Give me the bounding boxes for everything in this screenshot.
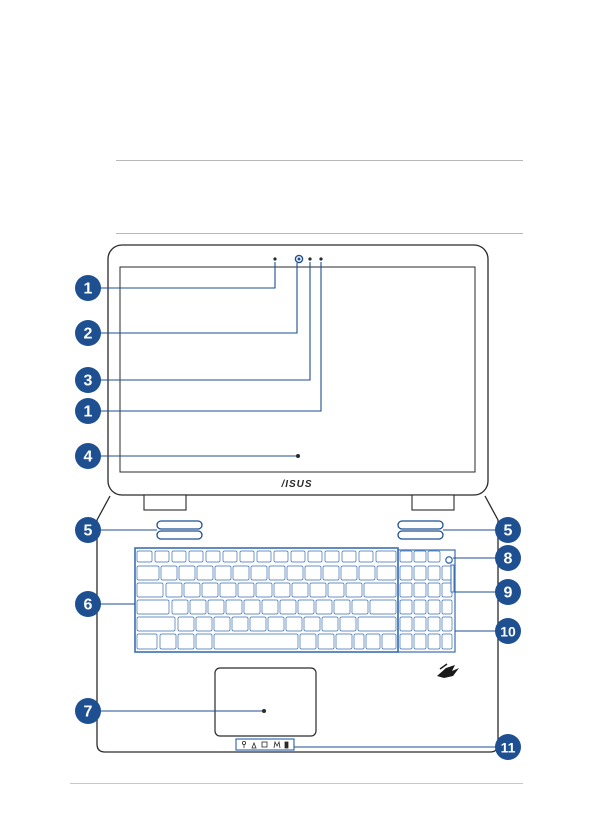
callout-number: 8 xyxy=(504,551,513,568)
callout-marker: 1 xyxy=(75,275,101,301)
callout-marker: 5 xyxy=(75,517,101,543)
callout-number: 3 xyxy=(84,373,93,390)
callout-number: 1 xyxy=(84,404,93,421)
indicator-strip xyxy=(451,565,454,592)
callout-number: 11 xyxy=(501,740,516,756)
numeric-keypad-keys xyxy=(400,551,452,649)
callout-number: 6 xyxy=(84,597,93,614)
callout-marker: 9 xyxy=(495,579,521,605)
callout-number: 10 xyxy=(500,624,516,640)
callout-marker: 1 xyxy=(75,398,101,424)
callout-number: 9 xyxy=(504,585,513,602)
touchpad xyxy=(215,668,316,736)
hinges xyxy=(144,495,454,510)
callout-number: 5 xyxy=(84,523,93,540)
callout-marker: 3 xyxy=(75,367,101,393)
callout-number: 2 xyxy=(84,326,93,343)
camera-indicator xyxy=(308,257,311,260)
display-panel-point xyxy=(296,454,300,458)
power-button xyxy=(446,557,452,563)
callout-number: 7 xyxy=(84,704,93,721)
microphone-right xyxy=(319,257,322,260)
callout-marker: 2 xyxy=(75,320,101,346)
rog-logo xyxy=(437,664,459,678)
speaker-right xyxy=(398,521,443,539)
callout-marker: 5 xyxy=(495,517,521,543)
microphone-left xyxy=(273,257,276,260)
callout-marker: 7 xyxy=(75,698,101,724)
touchpad-point xyxy=(262,709,266,713)
asus-logo: /ISUS xyxy=(280,479,312,490)
speaker-left xyxy=(157,521,202,539)
callout-number: 5 xyxy=(504,523,513,540)
callout-marker: 11 xyxy=(495,734,521,760)
status-indicator-icons xyxy=(242,741,288,748)
keyboard-keys xyxy=(137,551,396,649)
camera-icon xyxy=(295,255,302,262)
callout-number: 1 xyxy=(84,281,93,298)
callout-marker: 4 xyxy=(75,443,101,469)
callout-marker: 8 xyxy=(495,545,521,571)
callout-marker: 10 xyxy=(495,618,521,644)
callout-number: 4 xyxy=(84,449,93,466)
callout-marker: 6 xyxy=(75,591,101,617)
